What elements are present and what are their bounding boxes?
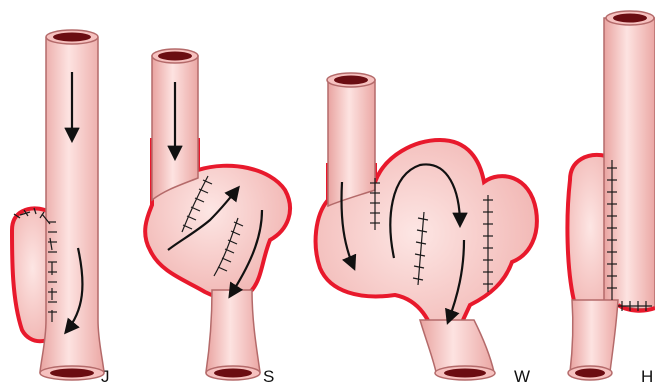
panel-label-j: J [101,367,110,384]
w-pouch-outlet-tube [420,320,494,372]
h-pouch-diagram: H [567,11,655,384]
h-pouch-outlet-tube [570,300,618,372]
panel-label-s: S [263,367,274,384]
j-pouch-diagram: J [12,30,110,384]
w-pouch-diagram: W [316,73,537,384]
s-pouch-diagram: S [145,49,290,384]
w-pouch-top-tube [328,80,375,206]
panel-label-w: W [514,367,530,384]
panel-label-h: H [641,367,653,384]
s-pouch-outlet-tube [206,290,260,372]
